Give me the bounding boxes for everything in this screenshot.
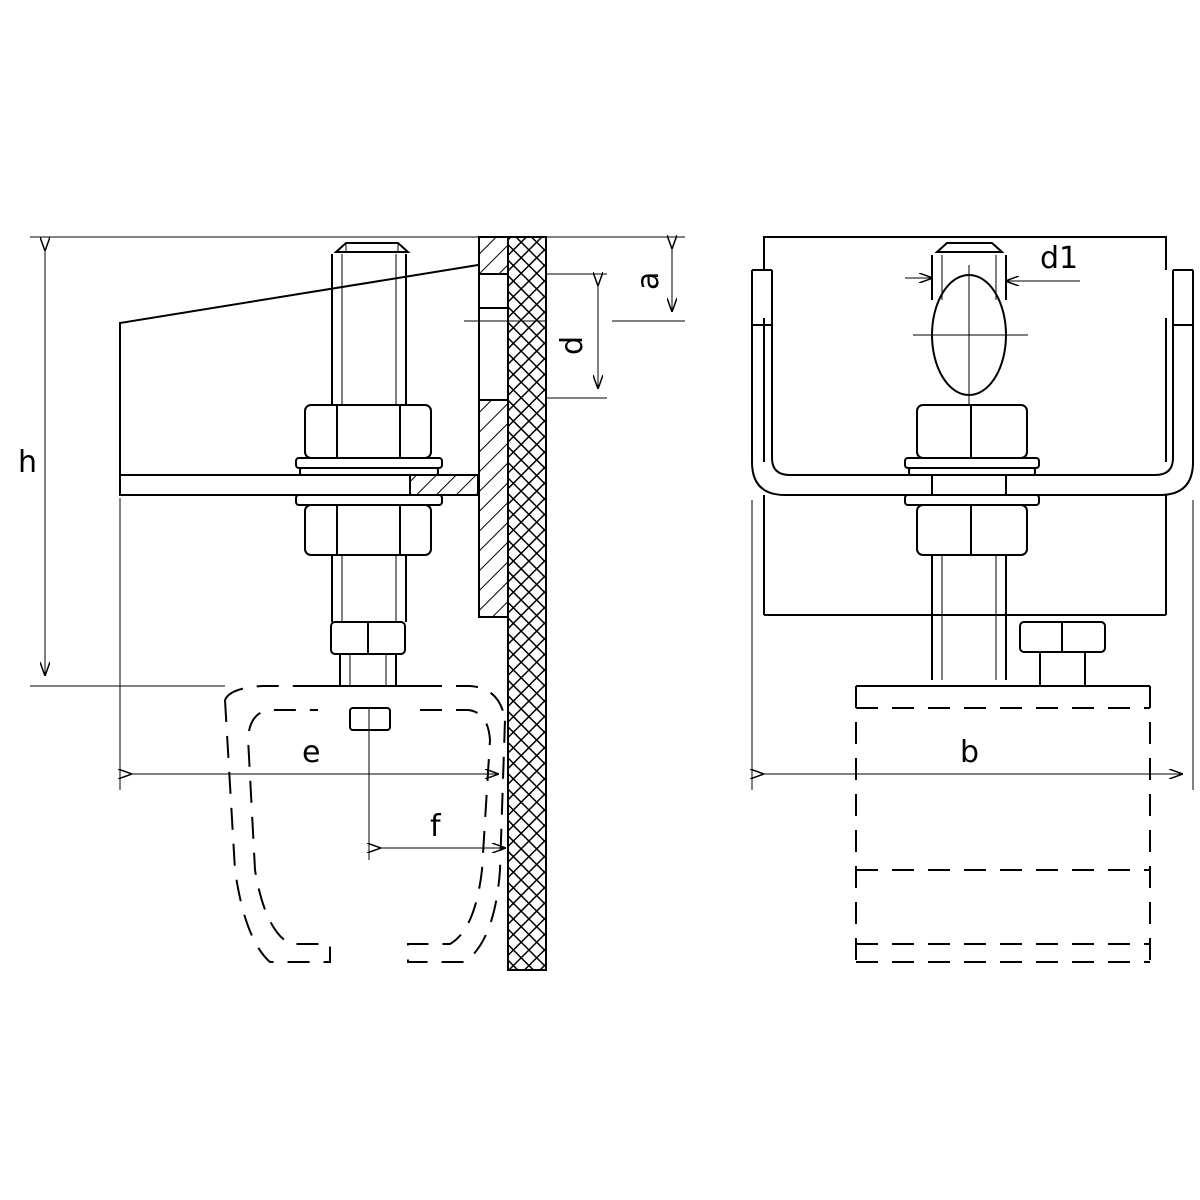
front-view	[752, 236, 1194, 963]
threaded-rod	[331, 242, 411, 622]
label-d1: d1	[1040, 241, 1078, 276]
dimension-b	[752, 500, 1194, 790]
side-view	[30, 236, 685, 971]
label-b: b	[960, 735, 979, 770]
label-f: f	[430, 809, 442, 844]
dimension-e	[120, 498, 498, 790]
wall	[507, 236, 547, 971]
label-d: d	[555, 336, 590, 355]
upper-nut-front	[904, 404, 1040, 476]
dimension-a	[546, 237, 685, 322]
threaded-rod-front	[931, 242, 1007, 680]
lower-nut	[295, 494, 443, 556]
c-channel-side	[224, 685, 506, 963]
dimension-d	[464, 274, 607, 399]
side-bolt	[1019, 621, 1106, 686]
dimension-d1	[905, 270, 1080, 290]
dimension-f	[369, 708, 505, 860]
label-e: e	[302, 735, 320, 770]
upper-nut	[295, 404, 443, 476]
dimension-h	[30, 236, 480, 687]
label-a: a	[631, 272, 666, 290]
lower-nut-front	[904, 494, 1040, 556]
label-h: h	[18, 445, 37, 480]
small-nut	[310, 621, 420, 731]
c-channel-front	[855, 685, 1151, 963]
slot-hole	[913, 265, 1028, 405]
wall-plate	[478, 236, 509, 618]
bracket-front	[763, 236, 1167, 616]
